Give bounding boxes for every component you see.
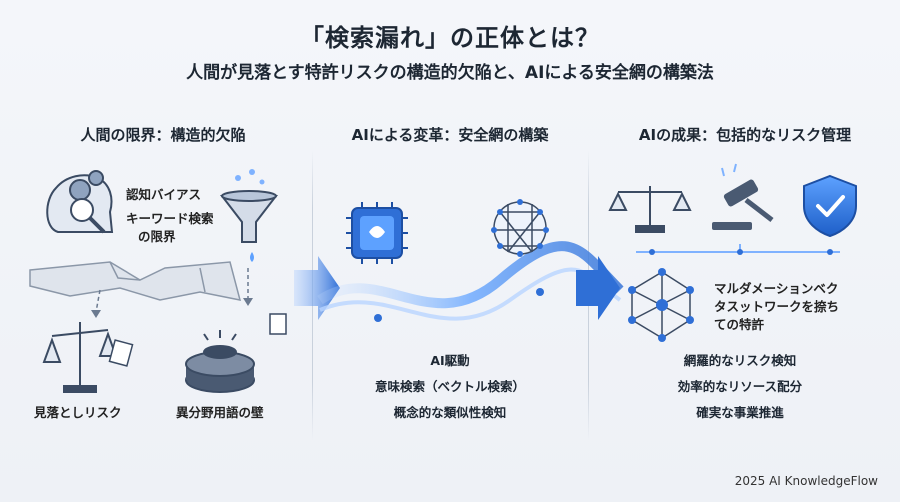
label-keyword-search: キーワード検索 — [126, 211, 214, 226]
head-gears-icon — [46, 170, 114, 234]
document-icon — [108, 339, 134, 367]
jargon-wall-icon — [185, 330, 255, 393]
arrow-right-icon — [294, 256, 340, 320]
result-item: 効率的なリソース配分 — [677, 379, 803, 394]
label-jargon-wall: 異分野用語の壁 — [176, 405, 264, 420]
page-subtitle: 人間が見落とす特許リスクの構造的欠陥と、AIによる安全網の構築法 — [186, 63, 714, 83]
ai-capability-item: AI駆動 — [430, 353, 470, 368]
network-description: マルダメーションベク タスットワークを捺ち ての特許 — [714, 280, 839, 334]
funnel-icon — [219, 169, 279, 262]
results-list: 網羅的なリスク検知 効率的なリソース配分 確実な事業推進 — [630, 348, 850, 426]
result-item: 確実な事業推進 — [696, 405, 784, 420]
network-description-line: ての特許 — [714, 317, 765, 332]
paper-icon — [269, 313, 287, 335]
footer-credit: 2025 AI KnowledgeFlow — [734, 474, 878, 488]
result-item: 網羅的なリスク検知 — [683, 353, 797, 368]
flow-wave — [317, 241, 624, 309]
balance-scale-icon — [608, 186, 692, 233]
cracked-ground — [29, 261, 242, 301]
ai-capability-item: 意味検索（ベクトル検索） — [374, 379, 525, 394]
ai-chip-icon — [346, 202, 408, 264]
gavel-icon — [712, 163, 774, 230]
label-cognitive-bias: 認知バイアス — [126, 187, 202, 202]
label-overlook-risk: 見落としリスク — [34, 405, 122, 420]
scale-icon — [42, 322, 118, 393]
column-heading-ai-results: AIの成果：包括的なリスク管理 — [638, 126, 852, 144]
column-heading-ai-transformation: AIによる変革：安全網の構築 — [351, 126, 549, 144]
shield-check-icon — [803, 174, 857, 238]
column-heading-human-limits: 人間の限界：構造的欠陥 — [80, 126, 246, 144]
ai-capability-item: 概念的な類似性検知 — [393, 405, 507, 420]
arrow-right-icon — [576, 256, 620, 320]
fall-arrows — [95, 268, 249, 313]
page-title: 「検索漏れ」の正体とは？ — [300, 24, 600, 52]
label-keyword-limit: の限界 — [138, 229, 176, 244]
ai-capabilities-list: AI駆動 意味検索（ベクトル検索） 概念的な類似性検知 — [340, 348, 560, 426]
network-description-line: タスットワークを捺ち — [714, 299, 840, 314]
network-description-line: マルダメーションベク — [714, 281, 839, 296]
